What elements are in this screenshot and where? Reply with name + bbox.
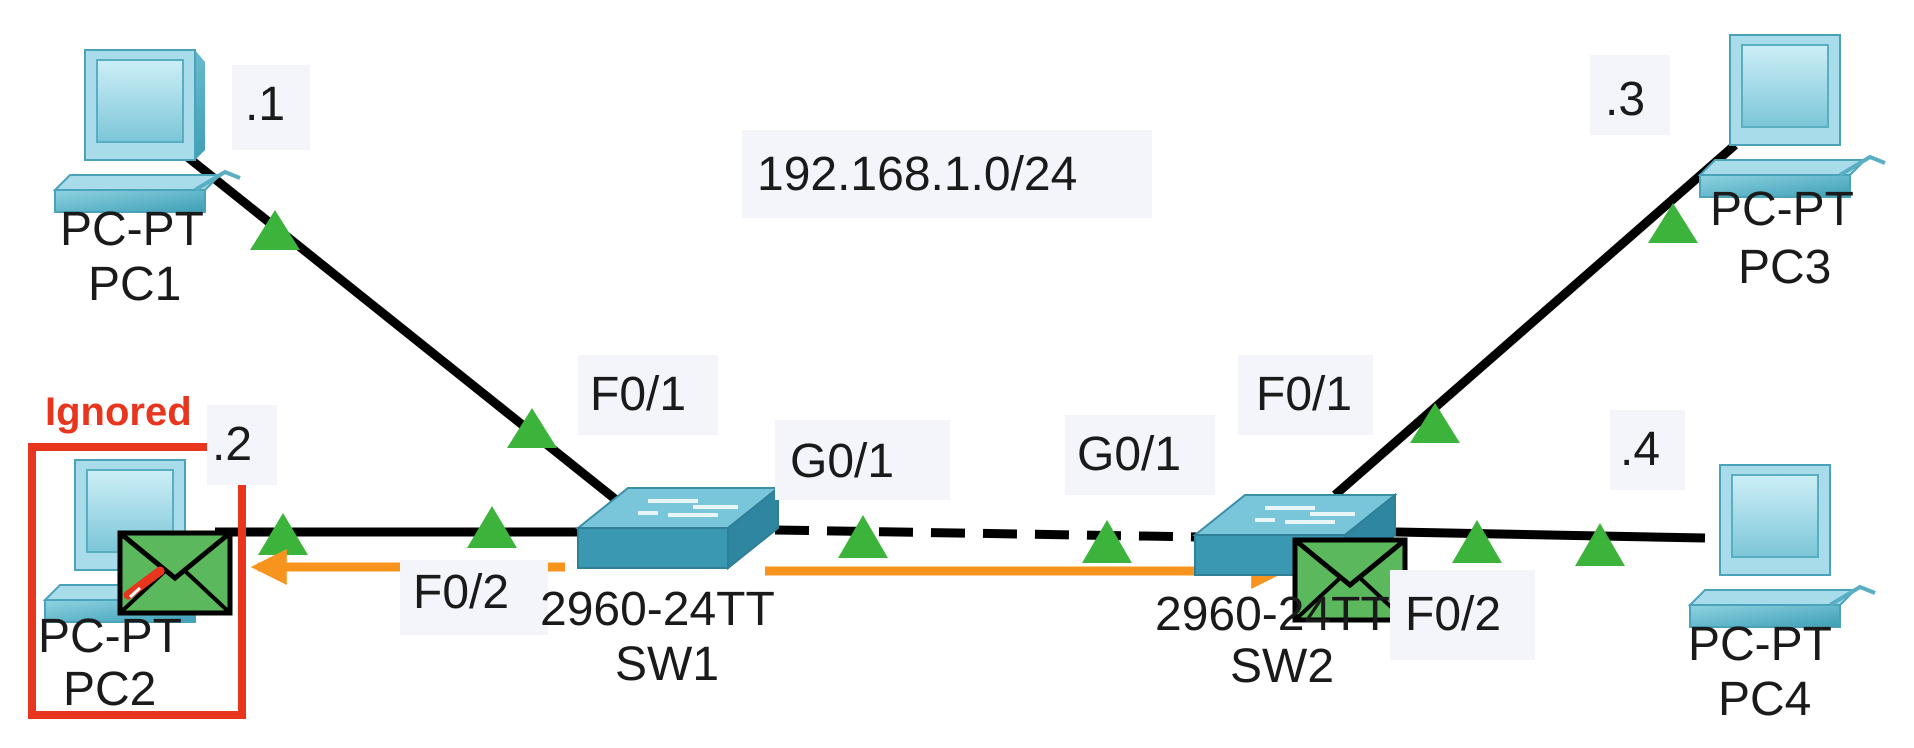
port-indicator-pc2 [258, 513, 308, 555]
pc2-name-label: PC2 [63, 663, 156, 716]
sw2-model-label: 2960-24TT [1155, 588, 1390, 641]
port-indicators [250, 203, 1698, 566]
pc3-model-label: PC-PT [1710, 183, 1854, 236]
port-indicator-sw2-f01 [1410, 403, 1460, 443]
ignored-highlight-box [28, 443, 246, 719]
switch-icon [575, 485, 781, 571]
pc4-model-label: PC-PT [1688, 618, 1832, 671]
port-indicator-sw1-f01 [507, 408, 557, 448]
pc2-model-label: PC-PT [38, 610, 182, 663]
link-sw1-sw2[interactable] [774, 525, 1201, 542]
pc1-host-label: .1 [245, 78, 285, 131]
sw2-name-label: SW2 [1230, 640, 1334, 693]
sw1-g01-label: G0/1 [790, 435, 894, 488]
ignored-status-label: Ignored [45, 390, 192, 434]
link-pc1-sw1[interactable] [182, 151, 638, 519]
pc4-name-label: PC4 [1718, 673, 1811, 726]
sw2-f02-label: F0/2 [1405, 588, 1501, 641]
pc2-host-label: .2 [212, 418, 252, 471]
sw1-model-label: 2960-24TT [540, 583, 775, 636]
port-indicator-sw2-g01 [1082, 520, 1132, 563]
pc-icon [1687, 464, 1876, 628]
port-indicator-pc4 [1575, 523, 1625, 566]
sw1[interactable] [575, 485, 781, 571]
link-sw2-pc3[interactable] [1332, 141, 1738, 499]
link-sw2-pc4[interactable] [1394, 527, 1706, 543]
pc3[interactable] [1697, 34, 1886, 198]
port-indicator-sw1-f02 [467, 506, 517, 548]
port-indicator-sw2-f02 [1452, 520, 1502, 563]
pc4-host-label: .4 [1620, 423, 1660, 476]
sw1-name-label: SW1 [615, 638, 719, 691]
port-indicator-pc3 [1648, 203, 1698, 243]
sw1-f02-label: F0/2 [413, 566, 509, 619]
sw2-f01-label: F0/1 [1256, 368, 1352, 421]
sw2-g01-label: G0/1 [1077, 428, 1181, 481]
pc-icon [52, 49, 241, 213]
sw1-f01-label: F0/1 [590, 368, 686, 421]
pc3-name-label: PC3 [1738, 241, 1831, 294]
discard-mark-icon [123, 566, 165, 600]
port-indicator-sw1-g01 [838, 515, 888, 558]
pc4[interactable] [1687, 464, 1876, 628]
port-indicator-pc1 [250, 210, 300, 250]
envelope-icon [117, 530, 233, 616]
pc-icon [1697, 34, 1886, 198]
network-address-label: 192.168.1.0/24 [757, 148, 1077, 201]
envelope-pc2[interactable] [117, 530, 233, 616]
pc1-model-label: PC-PT [60, 203, 204, 256]
pc3-host-label: .3 [1605, 73, 1645, 126]
pc1-name-label: PC1 [88, 258, 181, 311]
pc1[interactable] [52, 49, 241, 213]
